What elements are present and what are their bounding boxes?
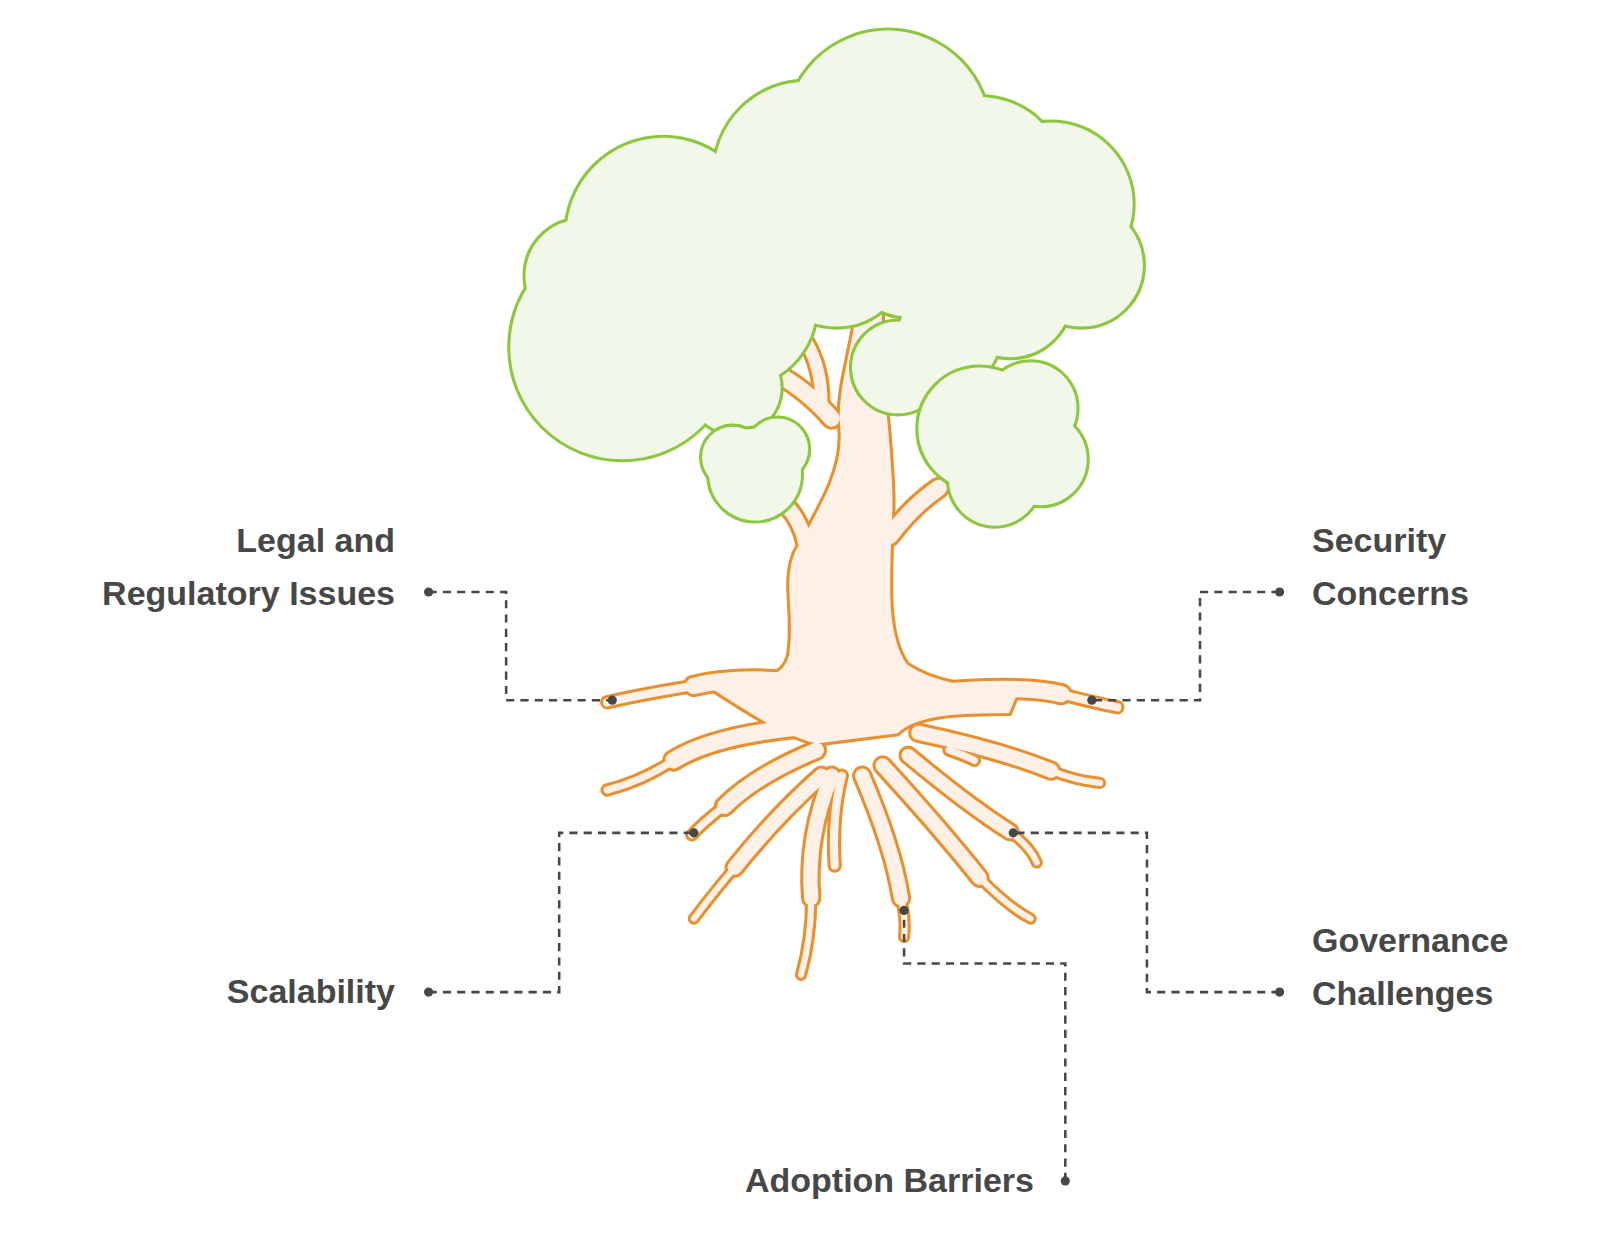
root-outline [694, 868, 735, 919]
root-fill [806, 342, 821, 403]
root-label: Adoption Barriers [745, 1154, 1034, 1207]
leader-dot [1087, 696, 1096, 705]
root-outline [980, 878, 1031, 919]
root-label: Security Concerns [1312, 514, 1522, 620]
root-label: Governance Challenges [1312, 914, 1532, 1020]
tree-canopy [702, 418, 808, 520]
root-outline [607, 760, 673, 790]
leader-line [1013, 833, 1279, 992]
root-fill [908, 755, 1010, 832]
root-fill [1051, 771, 1100, 783]
tree-canopy [510, 31, 1143, 460]
leader-dot [1061, 1176, 1070, 1185]
root-outline [607, 686, 694, 702]
leader-dot [1275, 988, 1284, 997]
root-label: Legal and Regulatory Issues [85, 514, 395, 620]
root-fill [694, 868, 735, 919]
root-fill [801, 898, 811, 975]
root-outline [890, 488, 939, 536]
leader-dot [689, 828, 698, 837]
root-outline [918, 733, 1051, 771]
canopy-fill [747, 418, 808, 479]
leader-dot [424, 587, 433, 596]
leader-dot [1009, 828, 1018, 837]
canopy-fill [949, 434, 1041, 526]
root-fill [901, 898, 905, 937]
root-outline [834, 776, 842, 866]
root-outline [918, 689, 1061, 694]
canopy-outline [526, 219, 638, 331]
leader-lines [424, 587, 1284, 1185]
root-fill [918, 733, 1051, 771]
root-fill [834, 776, 842, 866]
leader-line [904, 910, 1065, 1180]
leader-dot [608, 696, 617, 705]
canopy-outline [949, 434, 1041, 526]
root-outline [901, 898, 905, 937]
canopy-outline [747, 418, 808, 479]
root-fill [673, 727, 806, 761]
leader-dot [1275, 587, 1284, 596]
root-fill [786, 505, 806, 546]
leader-dot [424, 988, 433, 997]
root-fill [980, 878, 1031, 919]
root-fill [694, 680, 796, 686]
root-outline [1051, 771, 1100, 783]
leader-line [1092, 592, 1280, 700]
leader-line [429, 592, 613, 700]
root-fill [890, 488, 939, 536]
leader-dot [899, 906, 908, 915]
leader-line [429, 833, 694, 992]
root-fill [607, 686, 694, 702]
root-outline [694, 680, 796, 686]
canopy-fill [526, 219, 638, 331]
root-outline [786, 505, 806, 546]
root-label: Scalability [227, 965, 395, 1018]
root-fill [918, 689, 1061, 694]
root-fill [949, 750, 975, 760]
root-outline [801, 898, 811, 975]
root-fill [810, 776, 831, 898]
root-fill [607, 760, 673, 790]
root-fill [862, 776, 901, 898]
tree-canopy [918, 362, 1086, 525]
